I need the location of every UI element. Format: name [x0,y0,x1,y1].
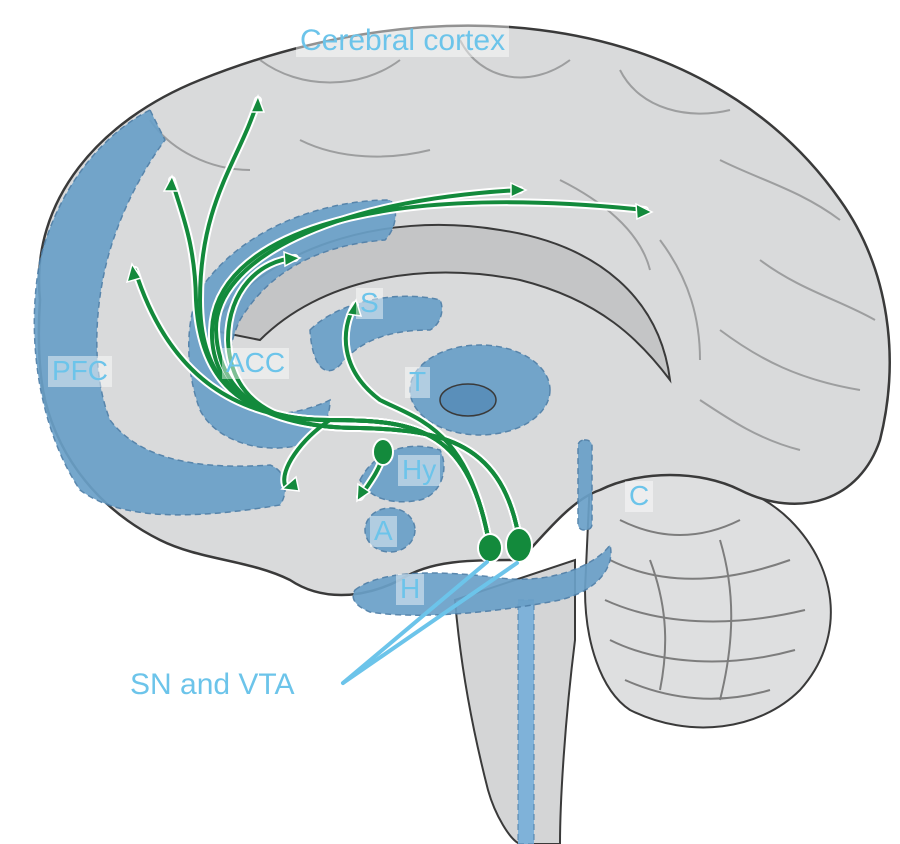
sn-neuron [506,528,532,562]
label-sn-vta: SN and VTA [130,668,295,702]
vta-neuron [478,534,502,562]
label-hippocampus: H [396,574,424,605]
label-cerebral-cortex: Cerebral cortex [296,24,509,57]
label-thalamus: T [405,367,430,398]
hypothalamic-neuron [373,439,393,465]
label-hypothalamus: Hy [398,455,440,486]
region-spinal [578,440,592,530]
thalamus-core [440,384,496,416]
label-amygdala: A [370,516,397,547]
label-pfc: PFC [48,356,112,387]
cerebellum [585,470,831,727]
label-acc: ACC [222,348,289,379]
label-striatum: S [356,288,383,319]
central-canal [518,600,534,844]
label-cerebellum: C [625,481,653,512]
